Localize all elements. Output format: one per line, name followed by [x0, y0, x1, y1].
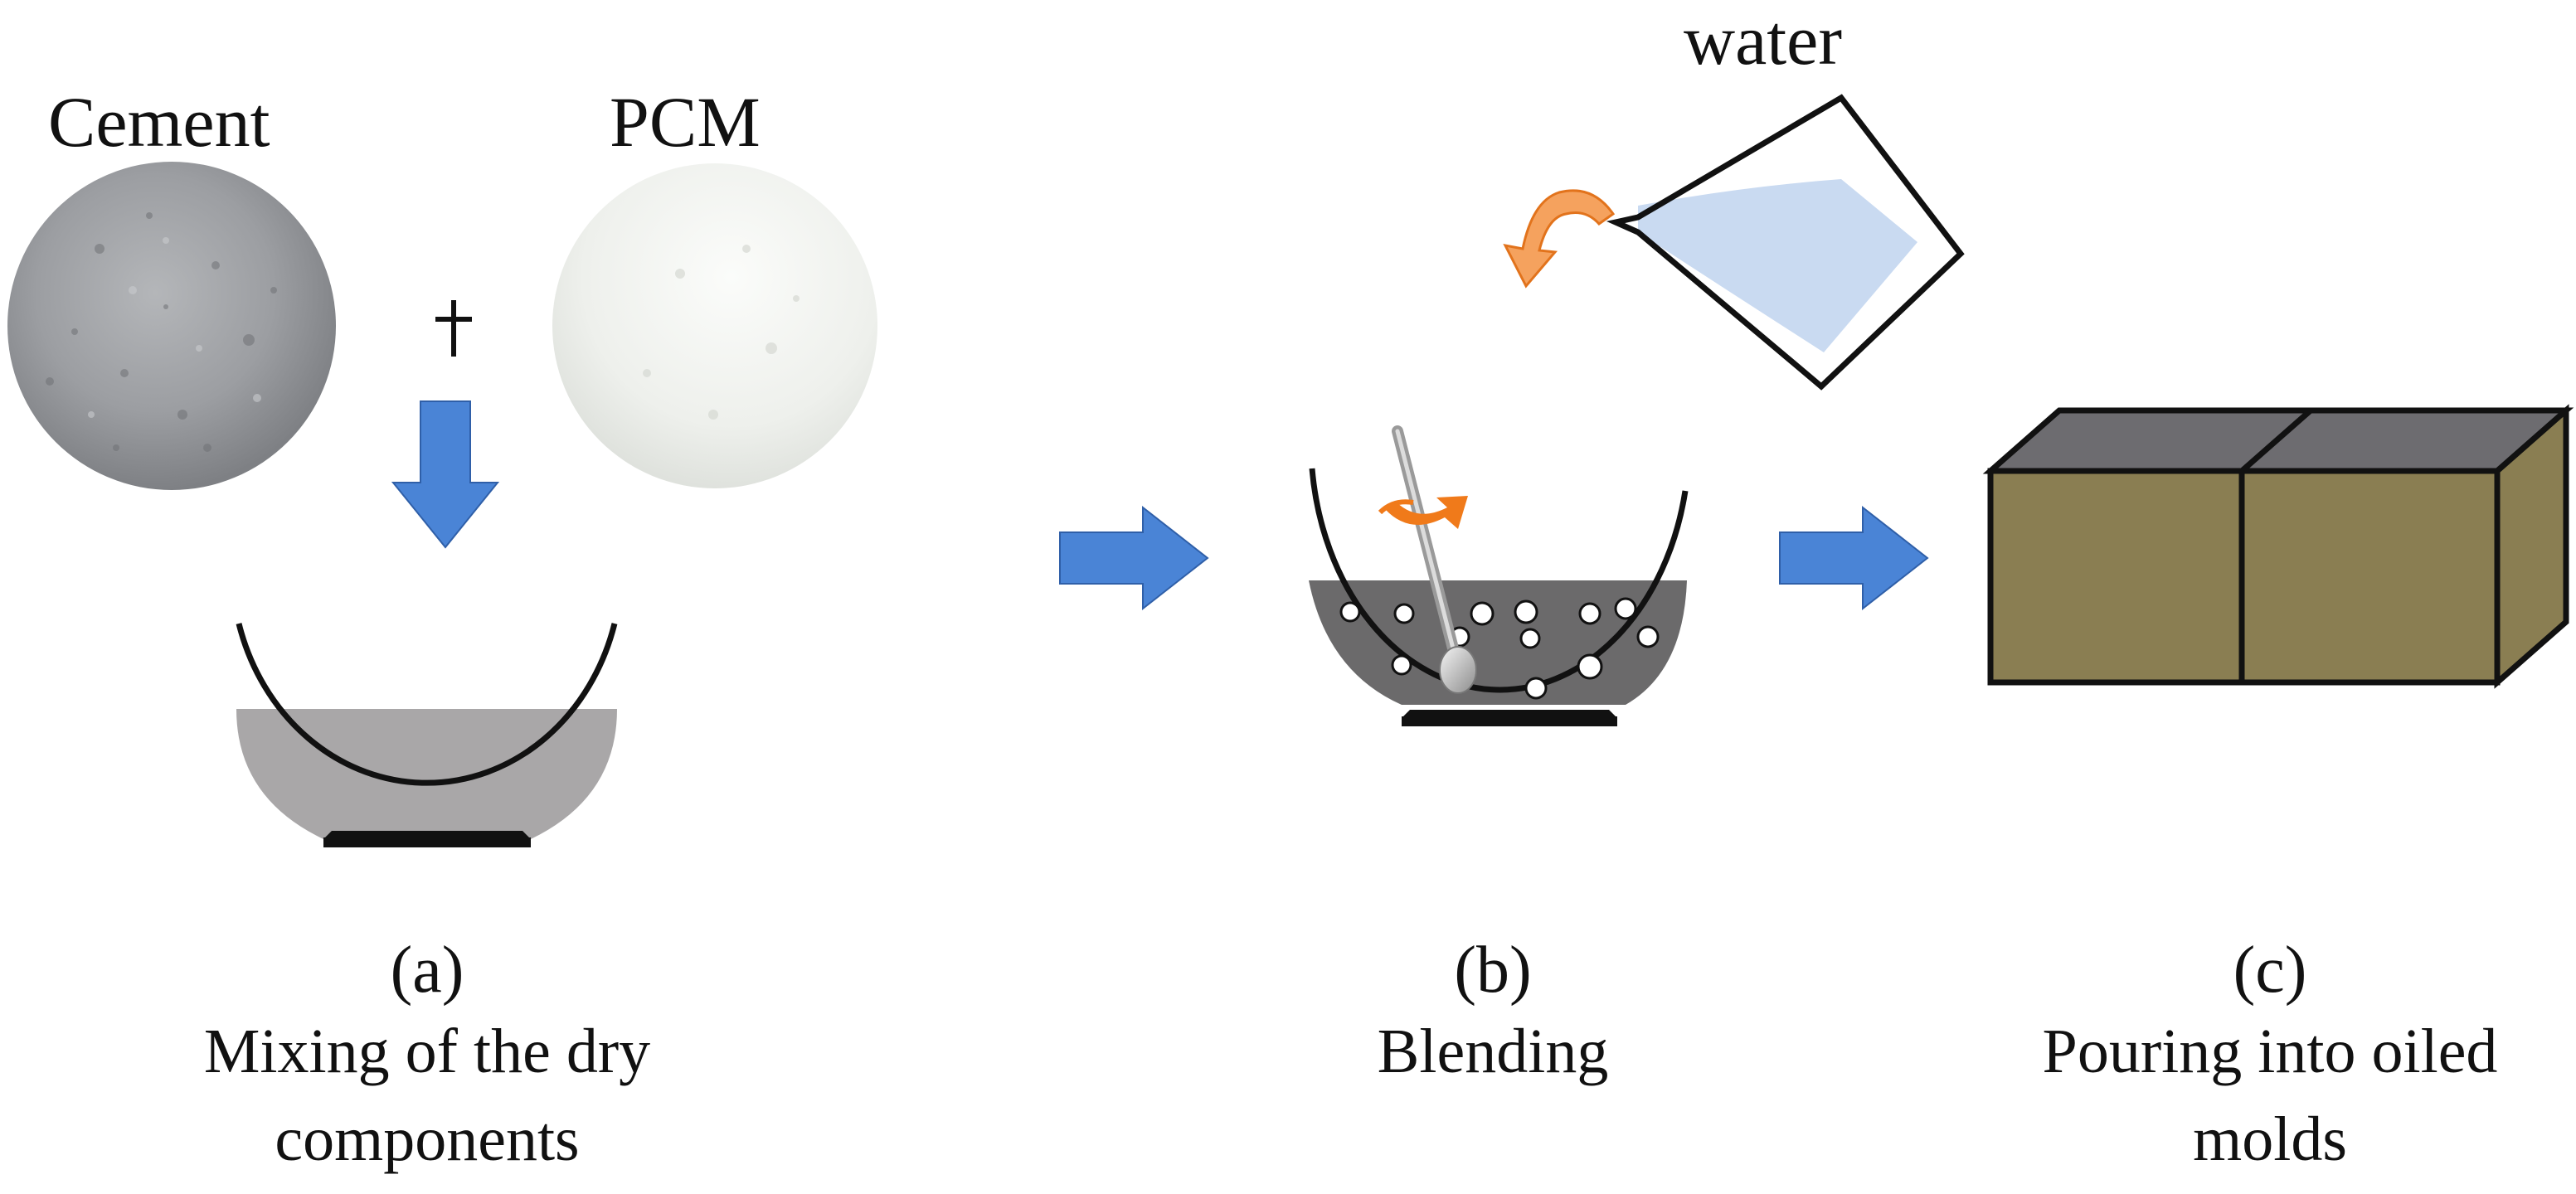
- pcm-particles: [1339, 597, 1660, 700]
- step-c-caption-line1: Pouring into oiled: [2042, 1017, 2498, 1086]
- blending-bowl: [1309, 468, 1689, 726]
- step-b-caption-line1: Blending: [1377, 1017, 1609, 1086]
- pouring-arrow-icon: [1503, 189, 1616, 289]
- dry-mix-bowl: [236, 623, 618, 847]
- pcm-powder-image: [552, 163, 877, 488]
- cement-powder-image: [7, 162, 336, 490]
- oiled-molds: [1982, 404, 2574, 689]
- cement-label: Cement: [48, 82, 270, 162]
- right-arrow-icon: [1779, 505, 1929, 611]
- step-a-letter: (a): [390, 934, 464, 1007]
- down-arrow-icon: [391, 400, 500, 549]
- plus-sign: [435, 300, 472, 357]
- step-a-caption-line1: Mixing of the dry: [203, 1017, 651, 1086]
- rotation-arrow-icon: [1385, 496, 1468, 529]
- right-arrow-icon: [1059, 505, 1209, 611]
- stirring-spoon-icon: [1392, 425, 1477, 694]
- step-c-letter: (c): [2233, 934, 2307, 1007]
- water-beaker: [1606, 94, 1965, 391]
- step-b-letter: (b): [1454, 934, 1532, 1007]
- step-c-caption-line2: molds: [2193, 1104, 2347, 1174]
- pcm-label: PCM: [610, 82, 761, 162]
- step-a-caption-line2: components: [275, 1104, 580, 1174]
- rotation-arrow-tail: [1378, 499, 1414, 515]
- water-label: water: [1684, 0, 1842, 80]
